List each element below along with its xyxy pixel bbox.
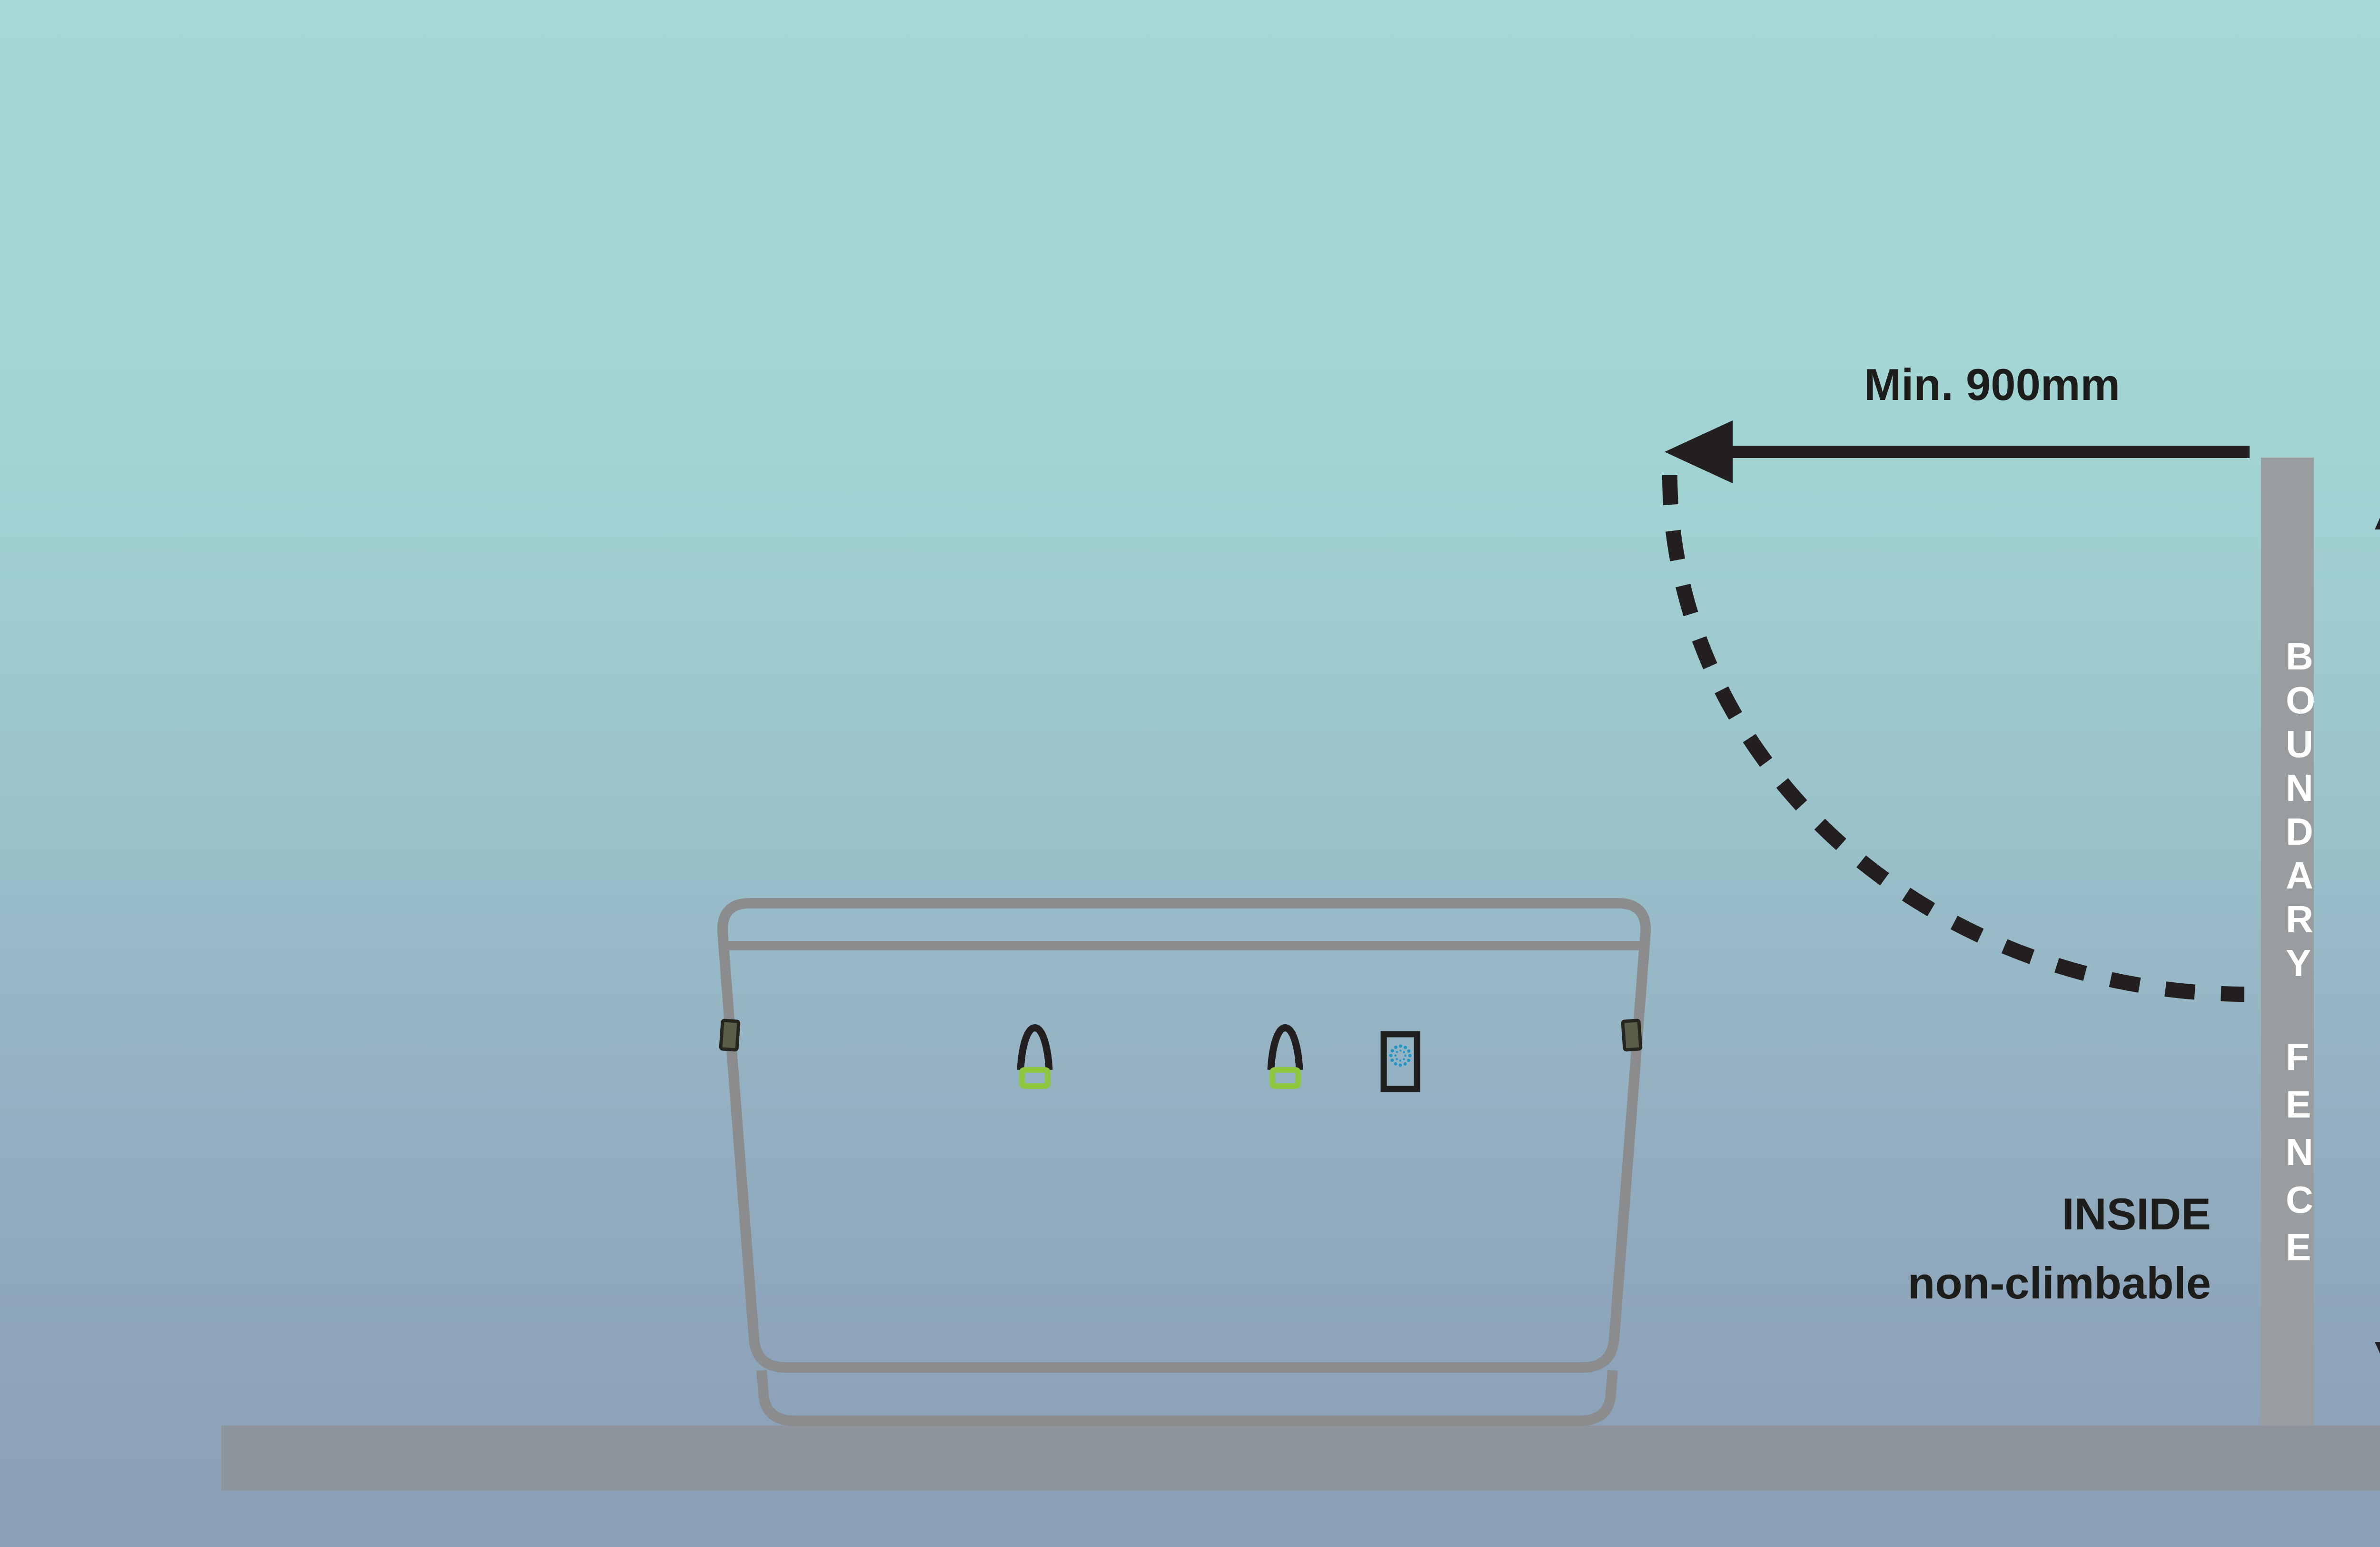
padlock-shackle <box>1267 1024 1303 1070</box>
inside-label: INSIDE <box>2062 1189 2211 1239</box>
lid-clip-left-icon <box>719 1018 741 1052</box>
fence-label-fence: FENCE <box>2286 1033 2313 1271</box>
padlock-shackle <box>1017 1024 1053 1070</box>
keypad-lock-icon <box>1380 1031 1420 1092</box>
horizontal-clearance-label: Min. 900mm <box>1864 359 2121 409</box>
boundary-fence-post <box>2261 458 2314 1426</box>
left-arrow-icon <box>1665 420 2250 483</box>
up-down-arrow-icon <box>2375 518 2380 1354</box>
padlock-icon <box>1017 1024 1053 1089</box>
height-arrow-head-bottom <box>2375 1342 2380 1354</box>
keypad-dot-ring-outer <box>1389 1044 1412 1067</box>
padlock-body <box>1269 1067 1301 1089</box>
ground-strip <box>221 1426 2380 1491</box>
padlock-icon <box>1267 1024 1303 1089</box>
clearance-arrow-head <box>1665 420 1733 483</box>
inside-annotation: INSIDE non-climbable <box>1908 1179 2211 1317</box>
height-arrow-head-top <box>2375 518 2380 529</box>
spa-base-skirt <box>756 1370 1618 1426</box>
non-climbable-label: non-climbable <box>1907 1258 2211 1308</box>
padlock-body <box>1019 1067 1051 1089</box>
spa-shell-outline <box>717 898 1651 1373</box>
dashed-arc <box>1662 475 2245 1002</box>
lid-clip-right-icon <box>1621 1018 1643 1052</box>
keypad-outline <box>1380 1031 1420 1092</box>
spa-tub <box>717 898 1651 1426</box>
keypad-dot-ring-inner <box>1394 1049 1407 1062</box>
fence-label-boundary: BOUNDARY <box>2286 635 2315 985</box>
